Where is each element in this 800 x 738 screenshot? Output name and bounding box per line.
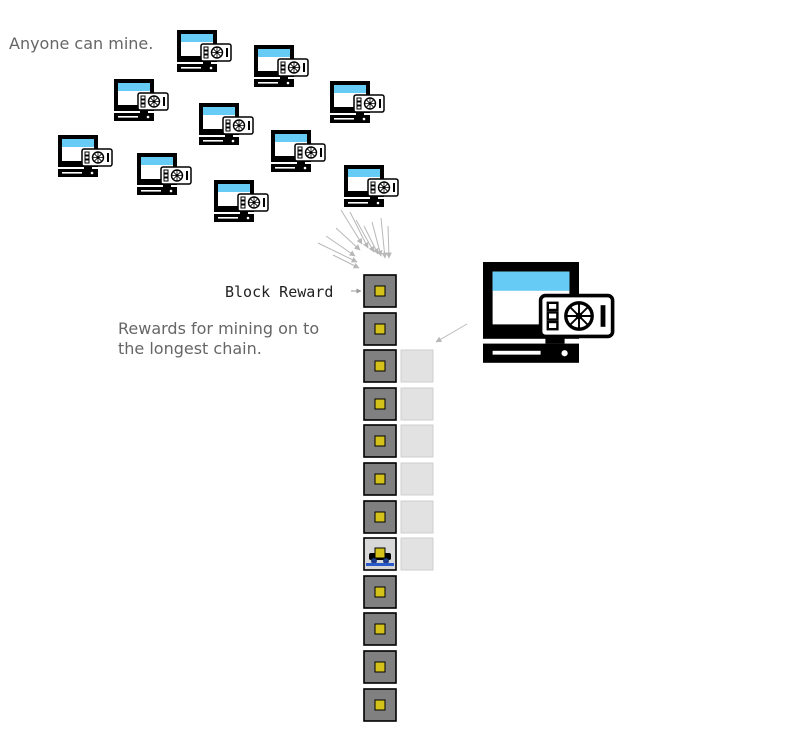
orphan-block xyxy=(400,500,434,534)
chain-block xyxy=(363,612,397,646)
large-miner-arrow xyxy=(435,323,468,343)
chain-block xyxy=(363,349,397,383)
miner-icon xyxy=(57,134,113,178)
miner-icon xyxy=(253,44,309,88)
miner-icon xyxy=(270,129,326,173)
orphan-block xyxy=(400,537,434,571)
rewards-caption-line-2: the longest chain. xyxy=(118,339,262,358)
miner-icon xyxy=(343,164,399,208)
miner-icon xyxy=(176,29,232,73)
chain-block xyxy=(363,312,397,346)
rewards-caption-line-1: Rewards for mining on to xyxy=(118,319,320,338)
chain-block xyxy=(363,575,397,609)
orphan-block xyxy=(400,462,434,496)
large-miner-icon xyxy=(481,260,615,365)
reward-block-icon xyxy=(363,537,397,571)
chain-block xyxy=(363,387,397,421)
chain-block xyxy=(363,462,397,496)
orphan-block xyxy=(400,349,434,383)
anyone-can-mine-label: Anyone can mine. xyxy=(9,34,154,53)
mining-arrows xyxy=(317,209,392,269)
miner-icon xyxy=(329,80,385,124)
orphan-block xyxy=(400,387,434,421)
miner-icon xyxy=(113,78,169,122)
chain-block xyxy=(363,424,397,458)
miner-icon xyxy=(136,152,192,196)
chain-block xyxy=(363,650,397,684)
block-reward-label: Block Reward xyxy=(225,283,334,301)
miner-icon xyxy=(213,179,269,223)
miner-icon xyxy=(198,102,254,146)
chain-block xyxy=(363,500,397,534)
chain-block xyxy=(363,274,397,308)
orphan-block xyxy=(400,424,434,458)
chain-block xyxy=(363,688,397,722)
